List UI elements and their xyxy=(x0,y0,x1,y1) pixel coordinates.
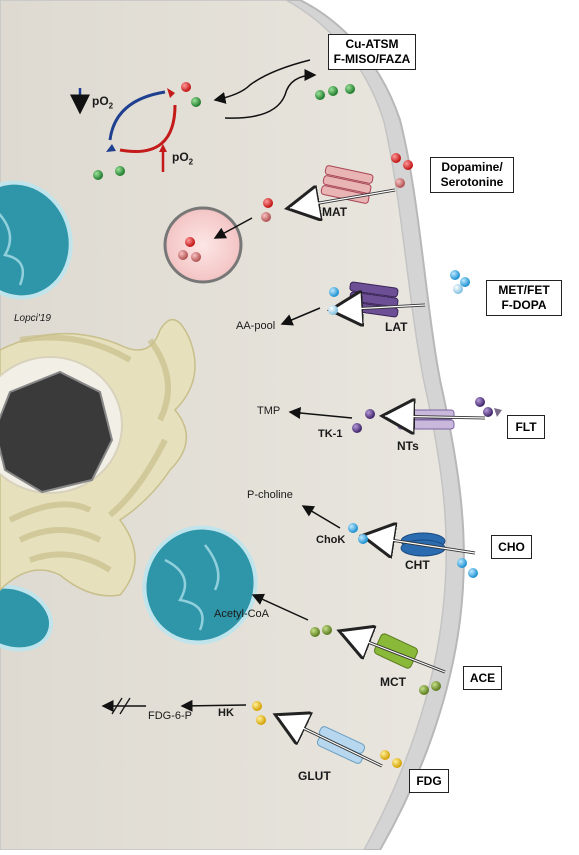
flt-tracer-label: FLT xyxy=(515,419,537,434)
lat-label: LAT xyxy=(385,320,408,334)
fdg-tracer-box: FDG xyxy=(409,769,449,793)
tmp-arrow xyxy=(288,407,353,419)
glut-label: GLUT xyxy=(298,769,331,783)
signature: Lopci'19 xyxy=(14,313,51,324)
aa-pool-arrow xyxy=(280,307,321,326)
amino-tracer-line-1: MET/FET xyxy=(498,283,550,297)
nucleus xyxy=(0,356,123,494)
lat-transporter xyxy=(349,281,399,318)
po2-up-label: pO2 xyxy=(172,150,194,167)
ace-tracer-label: ACE xyxy=(469,670,496,685)
cytoplasm xyxy=(0,0,448,851)
fdg-tracer-label: FDG xyxy=(416,773,442,788)
mct-label: MCT xyxy=(380,675,406,689)
cho-tracer-label: CHO xyxy=(498,539,525,554)
hypoxia-arrow-in xyxy=(213,59,311,104)
mitochondrion-top xyxy=(0,180,73,300)
dopamine-tracer-line-1: Dopamine/ xyxy=(441,160,503,174)
tmp-label: TMP xyxy=(257,405,281,417)
dopamine-tracer-box: Dopamine/ Serotonine xyxy=(430,157,514,193)
aa-pool-label: AA-pool xyxy=(236,320,276,332)
po2-down-label: pO2 xyxy=(92,94,114,111)
acetyl-coa-label: Acetyl-CoA xyxy=(214,608,270,620)
cho-tracer-box: CHO xyxy=(491,535,532,559)
vesicle-arrow xyxy=(213,217,253,239)
hypoxia-tracer-line-2: F-MISO/FAZA xyxy=(333,52,411,66)
hk-arrow xyxy=(180,699,247,712)
amino-acid-tracer-box: MET/FET F-DOPA xyxy=(486,280,562,316)
p-choline-arrow xyxy=(301,505,341,529)
nts-label: NTs xyxy=(397,439,419,453)
flt-tracer-box: FLT xyxy=(507,415,545,439)
chok-label: ChoK xyxy=(316,534,346,546)
hypoxia-tracer-line-1: Cu-ATSM xyxy=(345,37,399,51)
hk-label: HK xyxy=(218,707,234,719)
mat-label: MAT xyxy=(322,205,348,219)
nts-transporter xyxy=(397,409,455,430)
amino-tracer-line-2: F-DOPA xyxy=(501,298,547,312)
acetyl-coa-arrow xyxy=(251,593,309,621)
ace-tracer-box: ACE xyxy=(463,666,502,690)
mitochondrion-mid xyxy=(142,525,258,645)
p-choline-label: P-choline xyxy=(247,489,293,501)
cht-label: CHT xyxy=(405,558,430,572)
tk1-label: TK-1 xyxy=(318,428,343,440)
hypoxia-arrow-out xyxy=(224,69,317,119)
hypoxia-tracer-box: Cu-ATSM F-MISO/FAZA xyxy=(328,34,416,70)
vesicle xyxy=(163,206,243,284)
fdg6p-label: FDG-6-P xyxy=(148,710,192,722)
dopamine-tracer-line-2: Serotonine xyxy=(440,175,504,189)
mitochondrion-bottom xyxy=(0,584,53,652)
hypoxia-cycle xyxy=(70,88,177,172)
